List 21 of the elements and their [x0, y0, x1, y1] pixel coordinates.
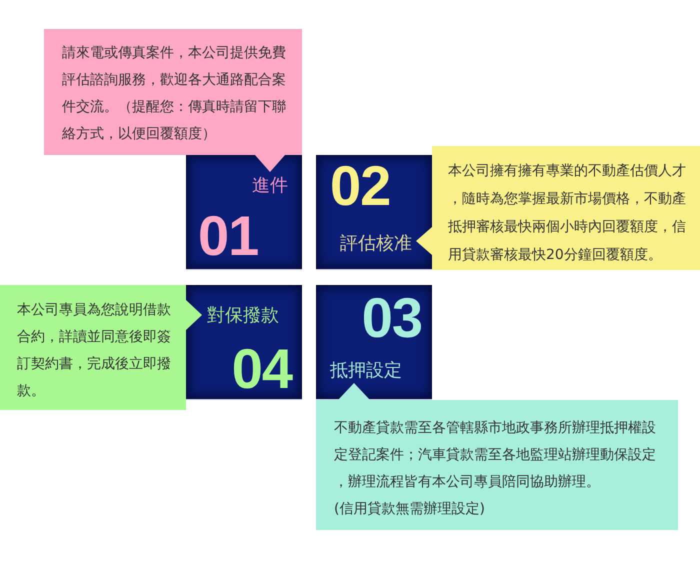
- step-number: 03: [362, 290, 422, 346]
- speech-bubble: [44, 29, 302, 172]
- step-tile: [316, 285, 432, 400]
- callout-text: 請來電或傳真案件，本公司提供免費評估諮詢服務，歡迎各大通路配合案件交流。（提醒您：傳真時請留下聯絡方式，以便回覆額度）: [62, 44, 287, 144]
- callout-text: 不動產貸款需至各管轄縣市地政事務所辦理抵押權設定登記案件；汽車貸款需至各地監理站辦理動保設定，辦理流程皆有本公司專員陪同協助辦理。: [334, 418, 657, 492]
- callout-text: 本公司專員為您說明借款合約，詳讀並同意後即簽訂契約書，完成後立即撥款。: [17, 300, 172, 400]
- step-tile: [186, 155, 302, 270]
- step-title: 評估核准: [340, 234, 412, 254]
- step-number: 04: [232, 341, 292, 397]
- step-tile: [186, 285, 302, 400]
- speech-bubble: [0, 285, 202, 410]
- step-tile: [316, 155, 432, 270]
- step-title: 進件: [252, 176, 288, 196]
- speech-bubble: [316, 383, 678, 530]
- speech-bubble: [416, 146, 700, 270]
- callout-text: (信用貸款無需辦理設定): [334, 500, 486, 518]
- step-title: 對保撥款: [207, 306, 279, 326]
- step-number: 02: [330, 158, 390, 214]
- callout-text: 本公司擁有擁有專業的不動產估價人才，隨時為您掌握最新市場價格，不動產抵押審核最快兩個小時內回覆額度，信用貸款審核最快20分鐘回覆額度。: [448, 162, 687, 265]
- step-title: 抵押設定: [330, 361, 402, 381]
- step-number: 01: [198, 208, 258, 264]
